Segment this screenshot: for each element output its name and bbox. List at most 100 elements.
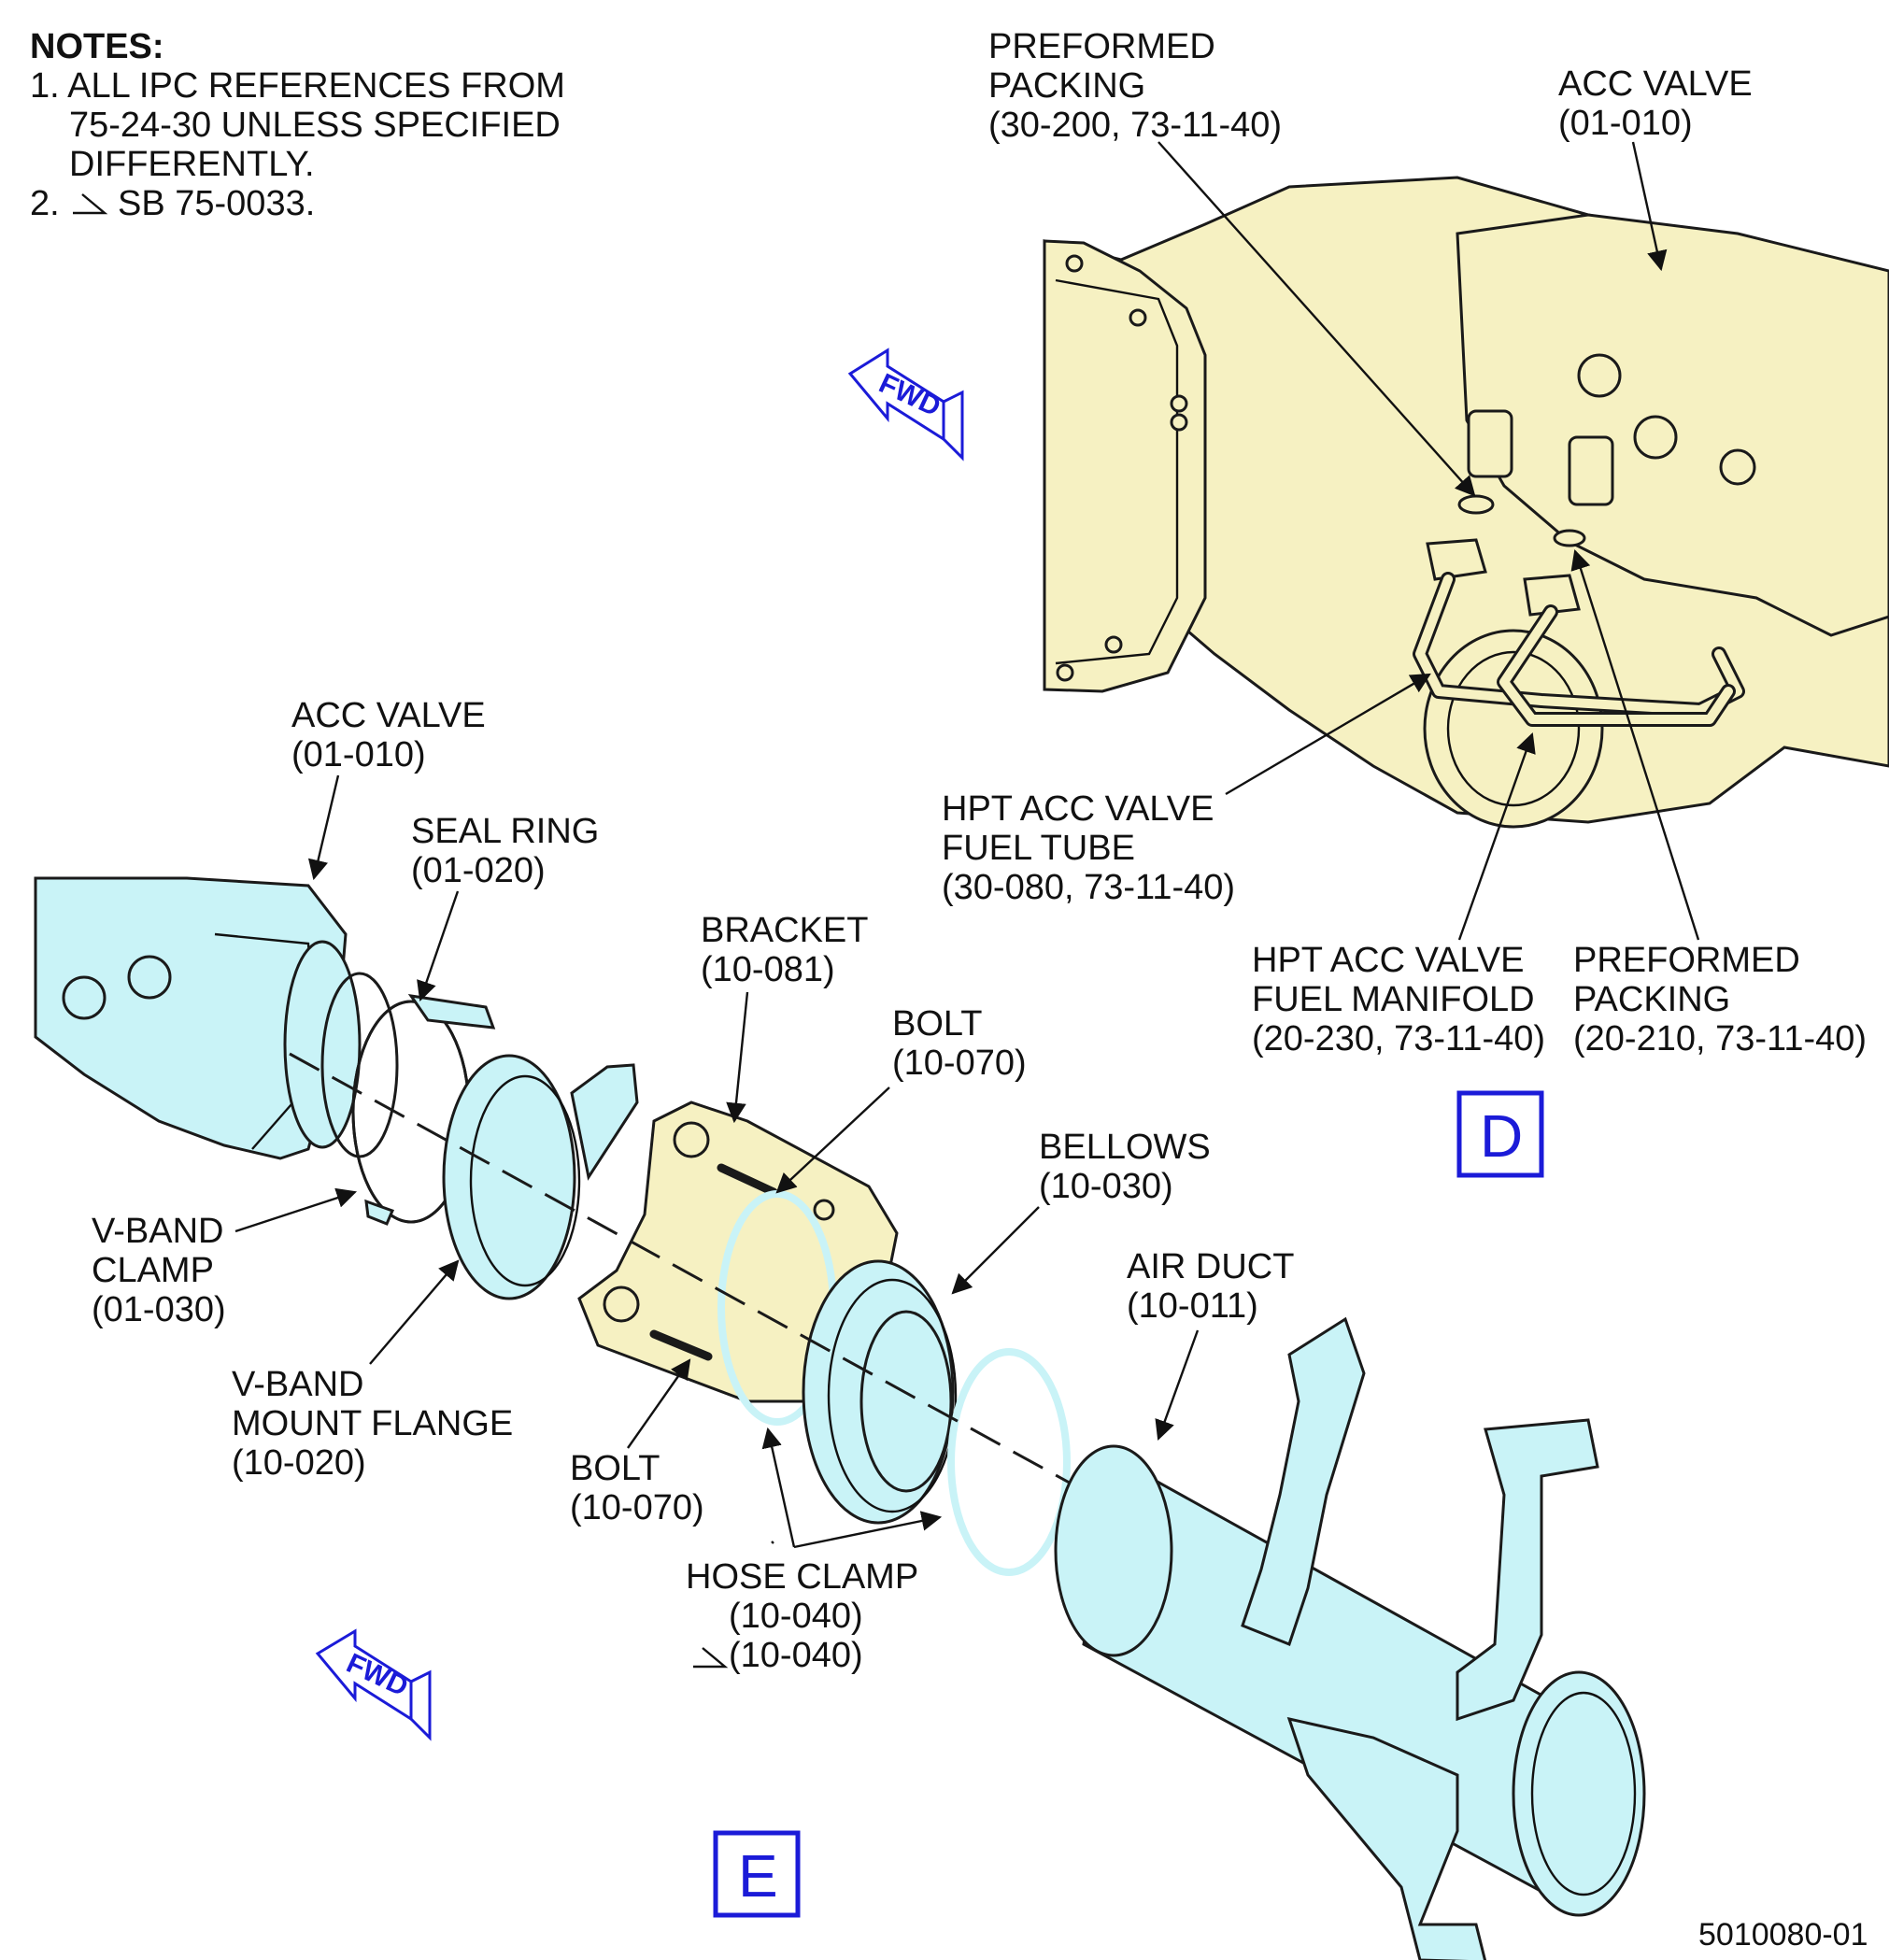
hose-clamp-revision-triangle-icon — [693, 1647, 729, 1669]
svg-text:BOLT: BOLT — [570, 1449, 660, 1488]
view-e-valve-knob — [127, 955, 172, 1000]
view-e-duct-bracket-right — [1456, 1418, 1599, 1722]
view-d-label-acc-valve: ACC VALVE (01-010) — [1558, 64, 1753, 143]
svg-text:FUEL TUBE: FUEL TUBE — [942, 829, 1135, 868]
view-e-mount-flange-inner — [469, 1074, 581, 1287]
view-e-label-bolt-top: BOLT (10-070) — [892, 1004, 1027, 1083]
svg-text:(10-040): (10-040) — [729, 1597, 863, 1636]
view-e-bolt-bottom — [649, 1329, 713, 1361]
view-e-label-seal-ring: SEAL RING (01-020) — [411, 812, 599, 890]
note-line-1: 1. ALL IPC REFERENCES FROM — [30, 66, 565, 106]
hose-clamp-junction — [771, 1541, 774, 1544]
svg-text:(10-070): (10-070) — [570, 1488, 704, 1527]
view-e-fwd-arrow-icon: FWD — [315, 1628, 432, 1741]
leader-air-duct — [1155, 1329, 1200, 1442]
view-d-knob-right — [1633, 415, 1678, 460]
view-e-label-air-duct: AIR DUCT (10-011) — [1127, 1247, 1294, 1326]
view-d-bolt — [1056, 663, 1074, 682]
view-e-mount-flange-ear — [570, 1063, 639, 1181]
view-d-left-flange — [1043, 239, 1207, 693]
notes-block: NOTES: 1. ALL IPC REFERENCES FROM 75-24-… — [30, 27, 565, 223]
view-d-knob-left — [1577, 353, 1622, 398]
leader-bellows — [951, 1206, 1040, 1295]
leader-v-band-mount-flange — [369, 1259, 460, 1365]
leader-hose-clamp-2 — [793, 1511, 943, 1549]
view-d-label-fuel-manifold: HPT ACC VALVE FUEL MANIFOLD (20-230, 73-… — [1252, 941, 1545, 1058]
svg-text:HPT ACC VALVE: HPT ACC VALVE — [1252, 941, 1524, 980]
svg-text:(10-040): (10-040) — [729, 1636, 863, 1675]
view-e-label-bracket: BRACKET (10-081) — [701, 911, 868, 989]
view-d-packing-left — [1457, 494, 1495, 515]
view-e-bracket-hole — [673, 1121, 710, 1158]
view-d-tag: D — [1480, 1102, 1523, 1170]
view-d-tag-box — [1456, 1090, 1544, 1178]
view-e-label-hose-clamp: HOSE CLAMP (10-040) (10-040) — [686, 1557, 918, 1675]
svg-text:V-BAND: V-BAND — [232, 1365, 363, 1404]
leader-preformed-packing-bottom — [1570, 548, 1700, 941]
view-e-air-duct-outlet-inner — [1530, 1691, 1637, 1896]
svg-text:CLAMP: CLAMP — [92, 1251, 214, 1290]
svg-text:PACKING: PACKING — [988, 66, 1145, 106]
view-e-hose-clamp-2-fill — [947, 1348, 1071, 1576]
view-e-bracket-hole — [813, 1199, 835, 1221]
view-e-valve-knob — [62, 975, 107, 1020]
view-d-tube-nut-right — [1523, 574, 1581, 617]
view-e-label-v-band-mount-flange: V-BAND MOUNT FLANGE (10-020) — [232, 1365, 513, 1483]
view-e-air-duct-outlet — [1512, 1670, 1646, 1917]
svg-text:FUEL MANIFOLD: FUEL MANIFOLD — [1252, 980, 1535, 1019]
view-e-label-bolt-bottom: BOLT (10-070) — [570, 1449, 704, 1527]
figure-id: 5010080-01 — [1698, 1917, 1868, 1953]
leader-bolt-bottom — [627, 1358, 691, 1449]
leader-view-e-acc-valve — [307, 774, 340, 881]
svg-text:PREFORMED: PREFORMED — [988, 27, 1215, 66]
view-e-centerline — [289, 1052, 1075, 1487]
svg-text:BELLOWS: BELLOWS — [1039, 1128, 1211, 1167]
view-e-bellows-ring — [827, 1278, 958, 1513]
svg-text:(01-010): (01-010) — [291, 735, 426, 774]
view-d-fitting-left — [1467, 409, 1513, 478]
svg-text:(10-081): (10-081) — [701, 950, 835, 989]
view-d-label-preformed-packing-top: PREFORMED PACKING (30-200, 73-11-40) — [988, 27, 1282, 145]
note-line-3: DIFFERENTLY. — [69, 145, 315, 184]
view-d-fuel-tube — [1415, 575, 1742, 715]
leader-fuel-manifold — [1457, 731, 1536, 941]
revision-triangle-icon — [73, 193, 108, 215]
svg-text:(10-011): (10-011) — [1127, 1286, 1258, 1326]
svg-text:(01-010): (01-010) — [1558, 104, 1693, 143]
view-d-fuel-manifold — [1499, 607, 1733, 724]
svg-text:(01-030): (01-030) — [92, 1290, 226, 1329]
view-e-label-v-band-clamp: V-BAND CLAMP (01-030) — [92, 1212, 226, 1329]
leader-bracket — [726, 991, 749, 1124]
svg-text:MOUNT FLANGE: MOUNT FLANGE — [232, 1404, 513, 1443]
svg-text:(20-230, 73-11-40): (20-230, 73-11-40) — [1252, 1019, 1545, 1058]
svg-text:ACC VALVE: ACC VALVE — [291, 696, 486, 735]
view-d-bolt — [1129, 308, 1147, 327]
view-e-illustration — [34, 876, 1646, 1960]
view-d-illustration — [1043, 176, 1889, 829]
view-e-label-acc-valve: ACC VALVE (01-010) — [291, 696, 486, 774]
view-e-label-bellows: BELLOWS (10-030) — [1039, 1128, 1211, 1206]
note-line-2: 75-24-30 UNLESS SPECIFIED — [69, 106, 561, 145]
note-line-4-text: SB 75-0033. — [118, 184, 315, 223]
notes-heading: NOTES: — [30, 27, 164, 66]
svg-text:AIR DUCT: AIR DUCT — [1127, 1247, 1294, 1286]
view-e-acc-valve-body — [34, 876, 348, 1160]
view-e-seal-ring — [320, 972, 399, 1158]
view-e-tag-box — [713, 1830, 801, 1918]
view-d-bolt — [1170, 394, 1188, 413]
view-e-duct-bracket-left — [1241, 1316, 1366, 1646]
view-d-knob-far — [1719, 448, 1756, 486]
svg-text:HPT ACC VALVE: HPT ACC VALVE — [942, 789, 1214, 829]
view-e-air-duct-inlet — [1054, 1444, 1173, 1657]
view-e-bolt-top — [717, 1163, 778, 1197]
view-d-bolt — [1104, 635, 1123, 654]
view-d-flange-edge — [1055, 278, 1179, 665]
svg-text:(20-210, 73-11-40): (20-210, 73-11-40) — [1573, 1019, 1867, 1058]
view-d-tube-nut-left — [1426, 538, 1487, 581]
view-e-mount-flange-outer — [442, 1054, 576, 1300]
svg-text:(10-070): (10-070) — [892, 1044, 1027, 1083]
view-d-bolt — [1065, 254, 1084, 273]
leader-preformed-packing-top — [1158, 141, 1476, 497]
svg-text:(10-030): (10-030) — [1039, 1167, 1173, 1206]
svg-text:PACKING: PACKING — [1573, 980, 1730, 1019]
